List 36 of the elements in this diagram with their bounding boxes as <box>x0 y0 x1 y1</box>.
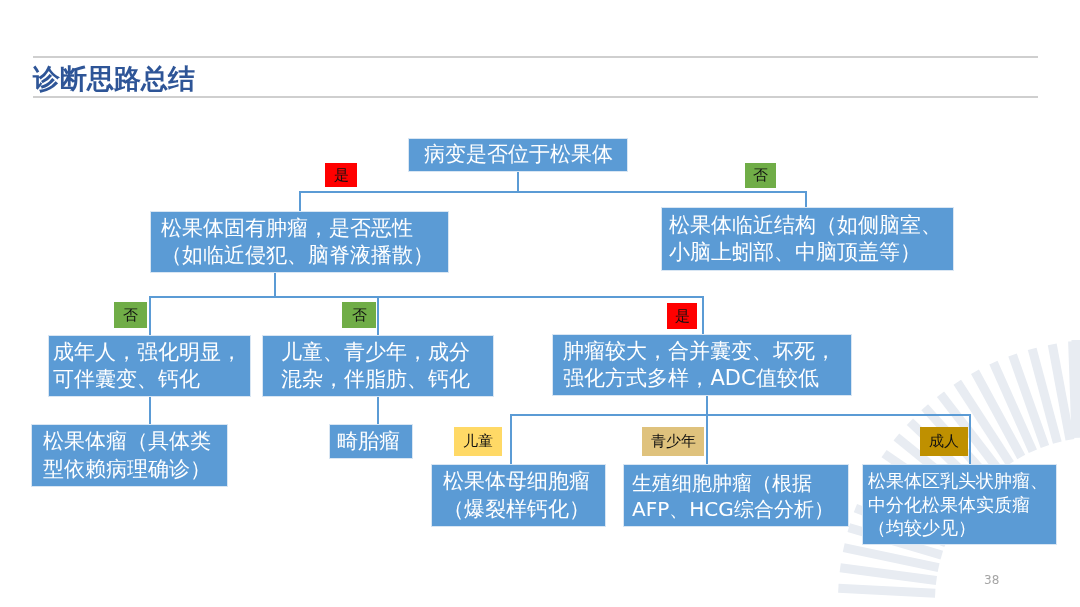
edge-label: 是 <box>325 163 357 187</box>
box-text: 生殖细胞肿瘤（根据AFP、HCG综合分析） <box>632 469 835 522</box>
box-text: 松果体固有肿瘤，是否恶性（如临近侵犯、脑脊液播散） <box>160 214 435 269</box>
edge-label: 青少年 <box>642 427 704 456</box>
box-text: 松果体瘤（具体类型依赖病理确诊） <box>43 428 213 483</box>
edge-label: 否 <box>114 302 147 328</box>
page-number: 38 <box>984 573 1000 588</box>
flow-box <box>661 207 954 271</box>
box-text: 肿瘤较大，合并囊变、坏死，强化方式多样，ADC值较低 <box>563 337 838 392</box>
box-text: 松果体母细胞瘤（爆裂样钙化） <box>442 468 591 523</box>
connector-line <box>377 396 379 425</box>
flow-box <box>862 464 1057 545</box>
edge-label: 否 <box>745 163 776 188</box>
box-text: 成年人，强化明显，可伴囊变、钙化 <box>52 338 243 393</box>
flow-box <box>329 424 413 459</box>
flow-box <box>431 464 606 527</box>
edge-label: 否 <box>342 302 376 328</box>
connector-line <box>149 396 151 425</box>
flow-box <box>48 335 251 397</box>
slide-title: 诊断思路总结 <box>33 63 195 96</box>
flow-box <box>150 211 449 273</box>
box-text: 病变是否位于松果体 <box>422 141 614 169</box>
flow-box <box>623 464 849 527</box>
box-text: 畸胎瘤 <box>337 427 402 455</box>
edge-label: 成人 <box>920 427 968 456</box>
flow-box <box>262 335 494 397</box>
connector-line <box>517 171 807 208</box>
flow-box <box>31 424 228 487</box>
connector-line <box>706 395 971 465</box>
box-text: 松果体临近结构（如侧脑室、小脑上蚓部、中脑顶盖等） <box>668 211 943 266</box>
edge-label: 儿童 <box>454 427 502 456</box>
flow-box <box>408 138 628 172</box>
box-text: 松果体区乳头状肿瘤、中分化松果体实质瘤（均较少见） <box>867 469 1049 540</box>
edge-label: 是 <box>667 303 697 329</box>
flow-box <box>552 334 852 396</box>
box-text: 儿童、青少年，成分混杂，伴脂肪、钙化 <box>281 338 472 393</box>
